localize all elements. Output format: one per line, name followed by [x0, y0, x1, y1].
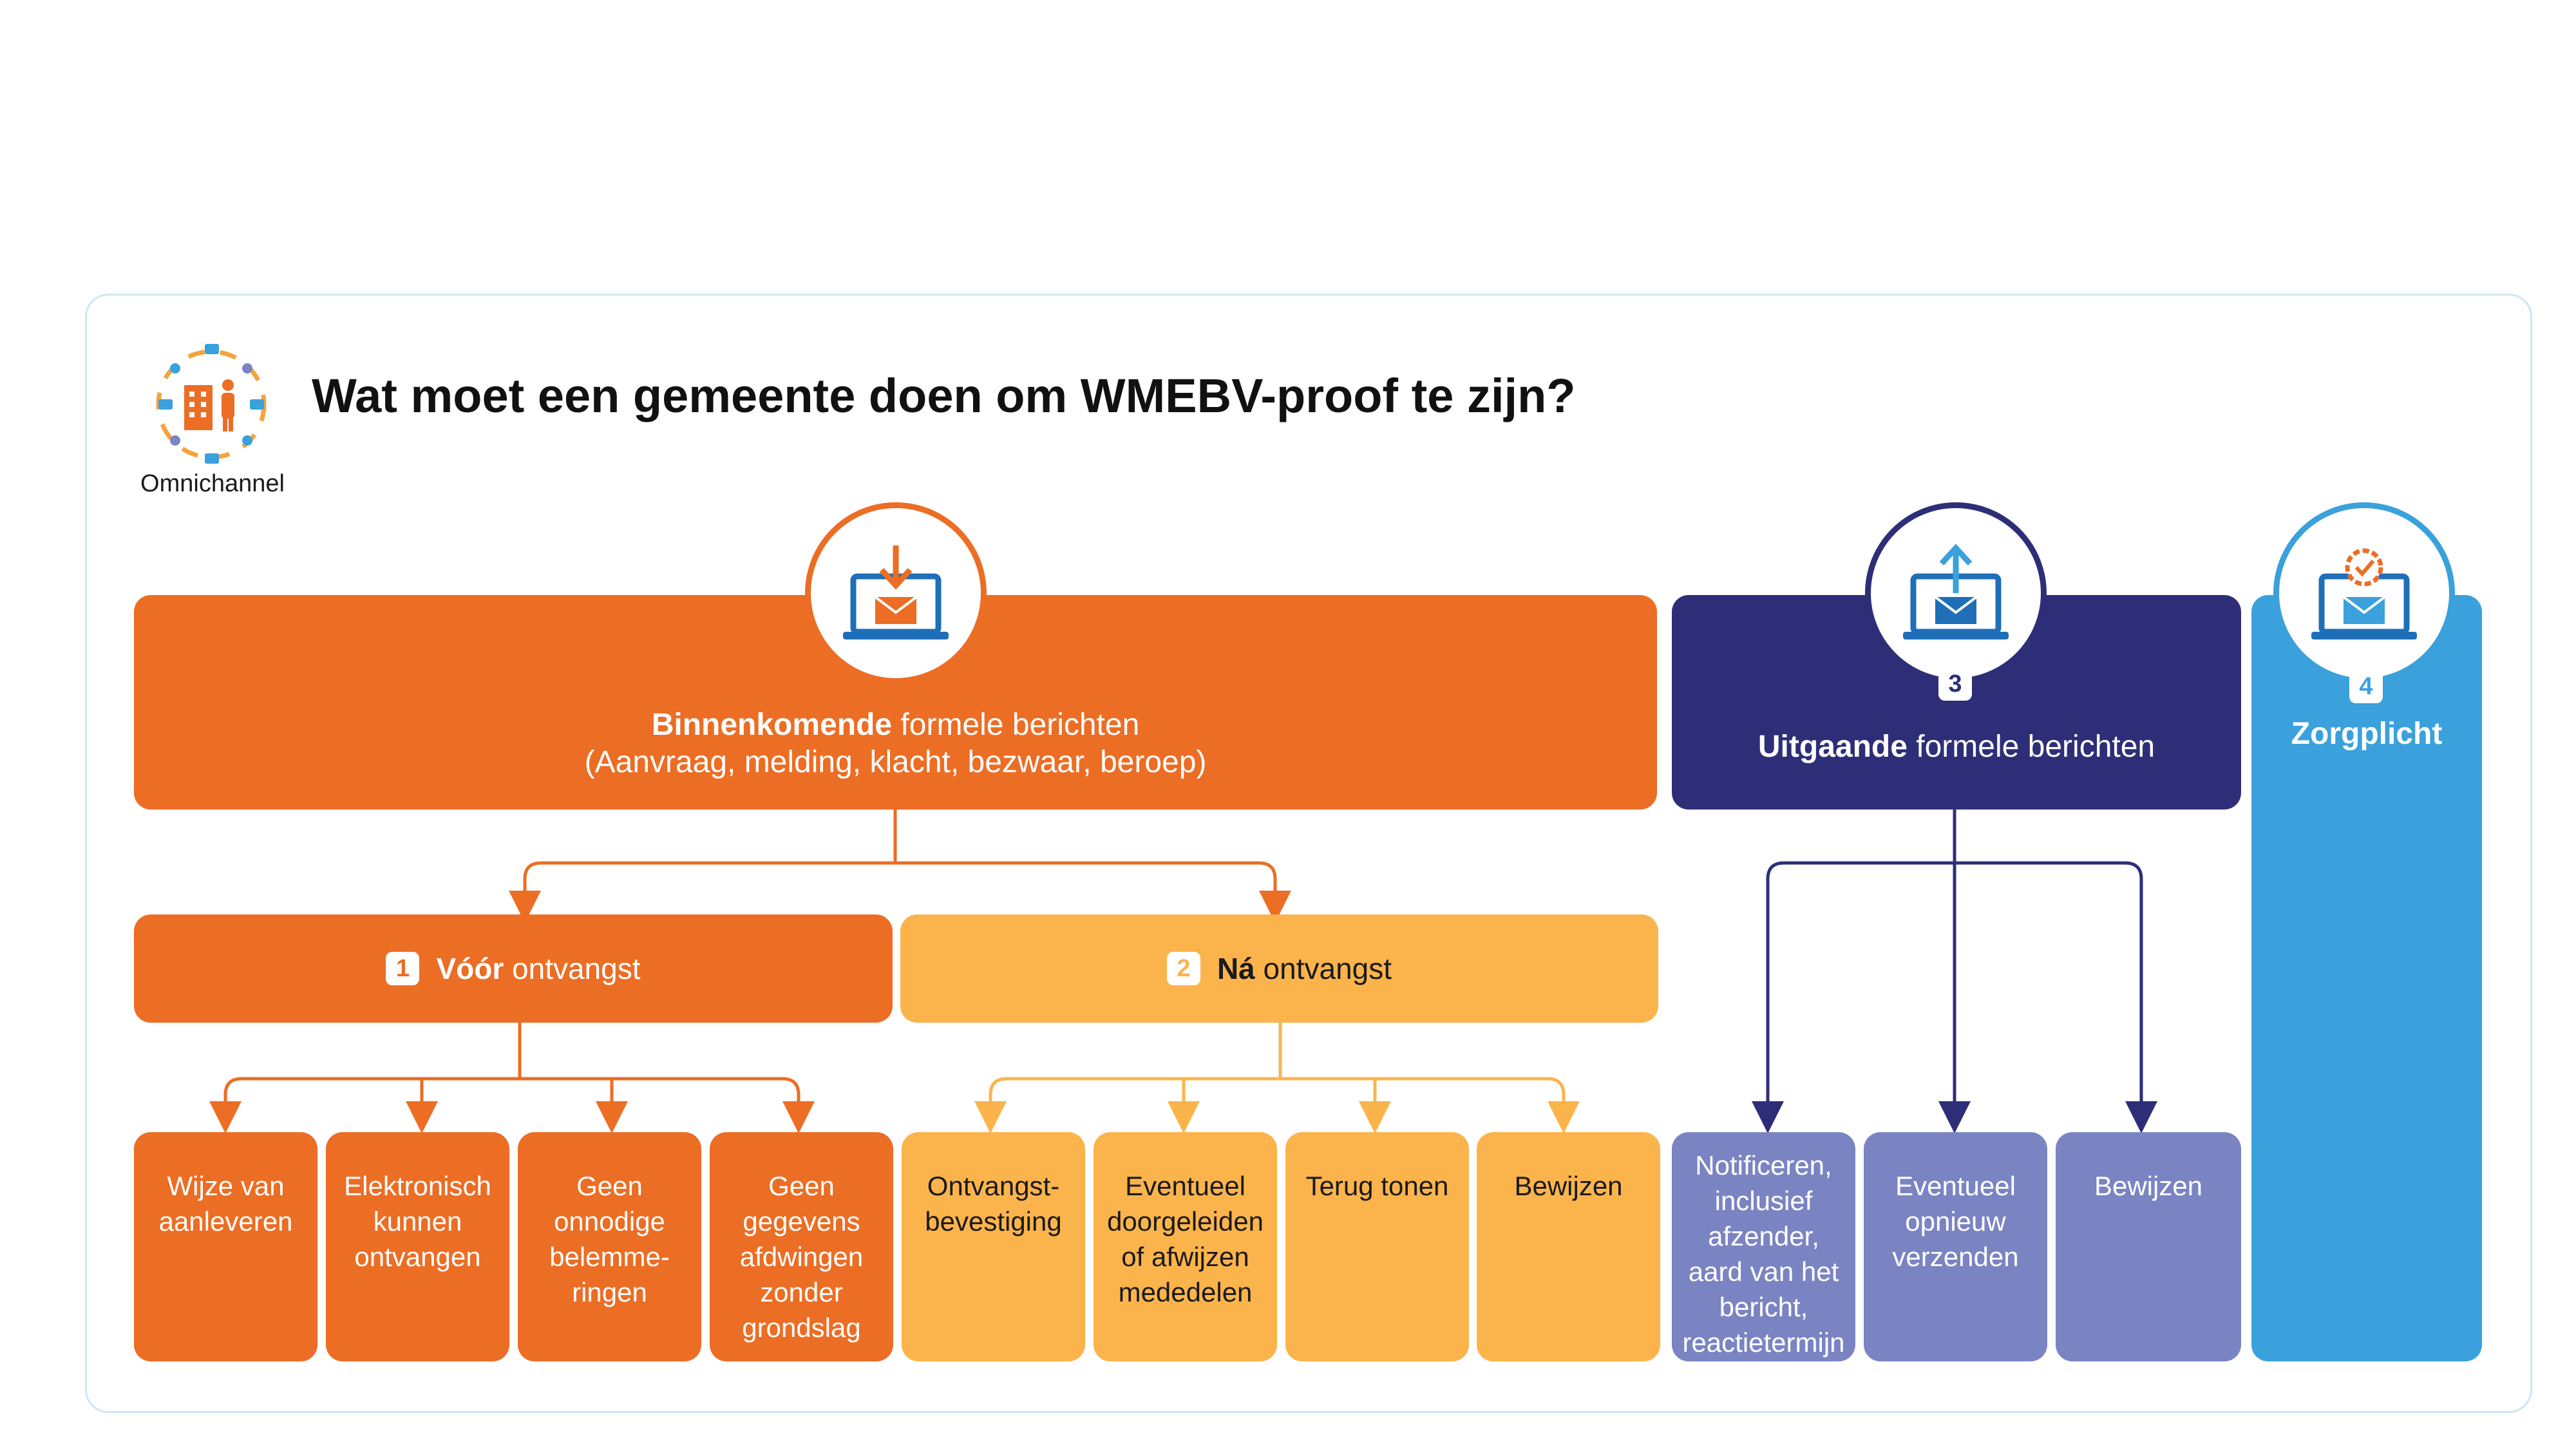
step-2-badge: 2	[1166, 952, 1200, 985]
laptop-certified-mail-icon	[2273, 502, 2455, 684]
step-1-badge: 1	[386, 952, 420, 985]
before-item: Wijze van aanleveren	[134, 1132, 317, 1361]
incoming-subtitle: (Aanvraag, melding, klacht, bezwaar, ber…	[584, 745, 1207, 779]
before-item: Geen onnodige belemme-ringen	[518, 1132, 701, 1361]
outgoing-item: Notificeren, inclusief afzender, aard va…	[1672, 1132, 1855, 1361]
after-receipt-title: Ná ontvangst	[1217, 952, 1392, 985]
omnichannel-icon	[140, 340, 282, 469]
page-title: Wat moet een gemeente doen om WMEBV-proo…	[312, 369, 1576, 422]
care-duty-column: Zorgplicht	[2251, 595, 2482, 1361]
after-item: Terug tonen	[1285, 1132, 1469, 1361]
outgoing-item: Bewijzen	[2056, 1132, 2241, 1361]
before-item: Geen gegevens afdwingen zonder grondslag	[710, 1132, 893, 1361]
before-receipt-title: Vóór ontvangst	[436, 952, 641, 985]
logo-label: Omnichannel	[140, 470, 285, 497]
incoming-title: Binnenkomende formele berichten	[651, 708, 1140, 742]
before-receipt-bar: 1 Vóór ontvangst	[134, 914, 893, 1023]
step-3-badge: 3	[1938, 667, 1972, 701]
after-item: Bewijzen	[1477, 1132, 1660, 1361]
after-item: Ontvangst-bevestiging	[902, 1132, 1085, 1361]
outgoing-item: Eventueel opnieuw verzenden	[1864, 1132, 2047, 1361]
laptop-incoming-mail-icon	[805, 502, 987, 684]
laptop-outgoing-mail-icon	[1865, 502, 2047, 684]
after-item: Eventueel doorgeleiden of afwijzen meded…	[1094, 1132, 1277, 1361]
care-duty-title: Zorgplicht	[2291, 717, 2443, 751]
outgoing-title: Uitgaande formele berichten	[1757, 730, 2155, 764]
after-receipt-bar: 2 Ná ontvangst	[900, 914, 1658, 1023]
diagram-frame	[85, 294, 2532, 1413]
step-4-badge: 4	[2349, 670, 2383, 703]
before-item: Elektronisch kunnen ontvangen	[326, 1132, 509, 1361]
